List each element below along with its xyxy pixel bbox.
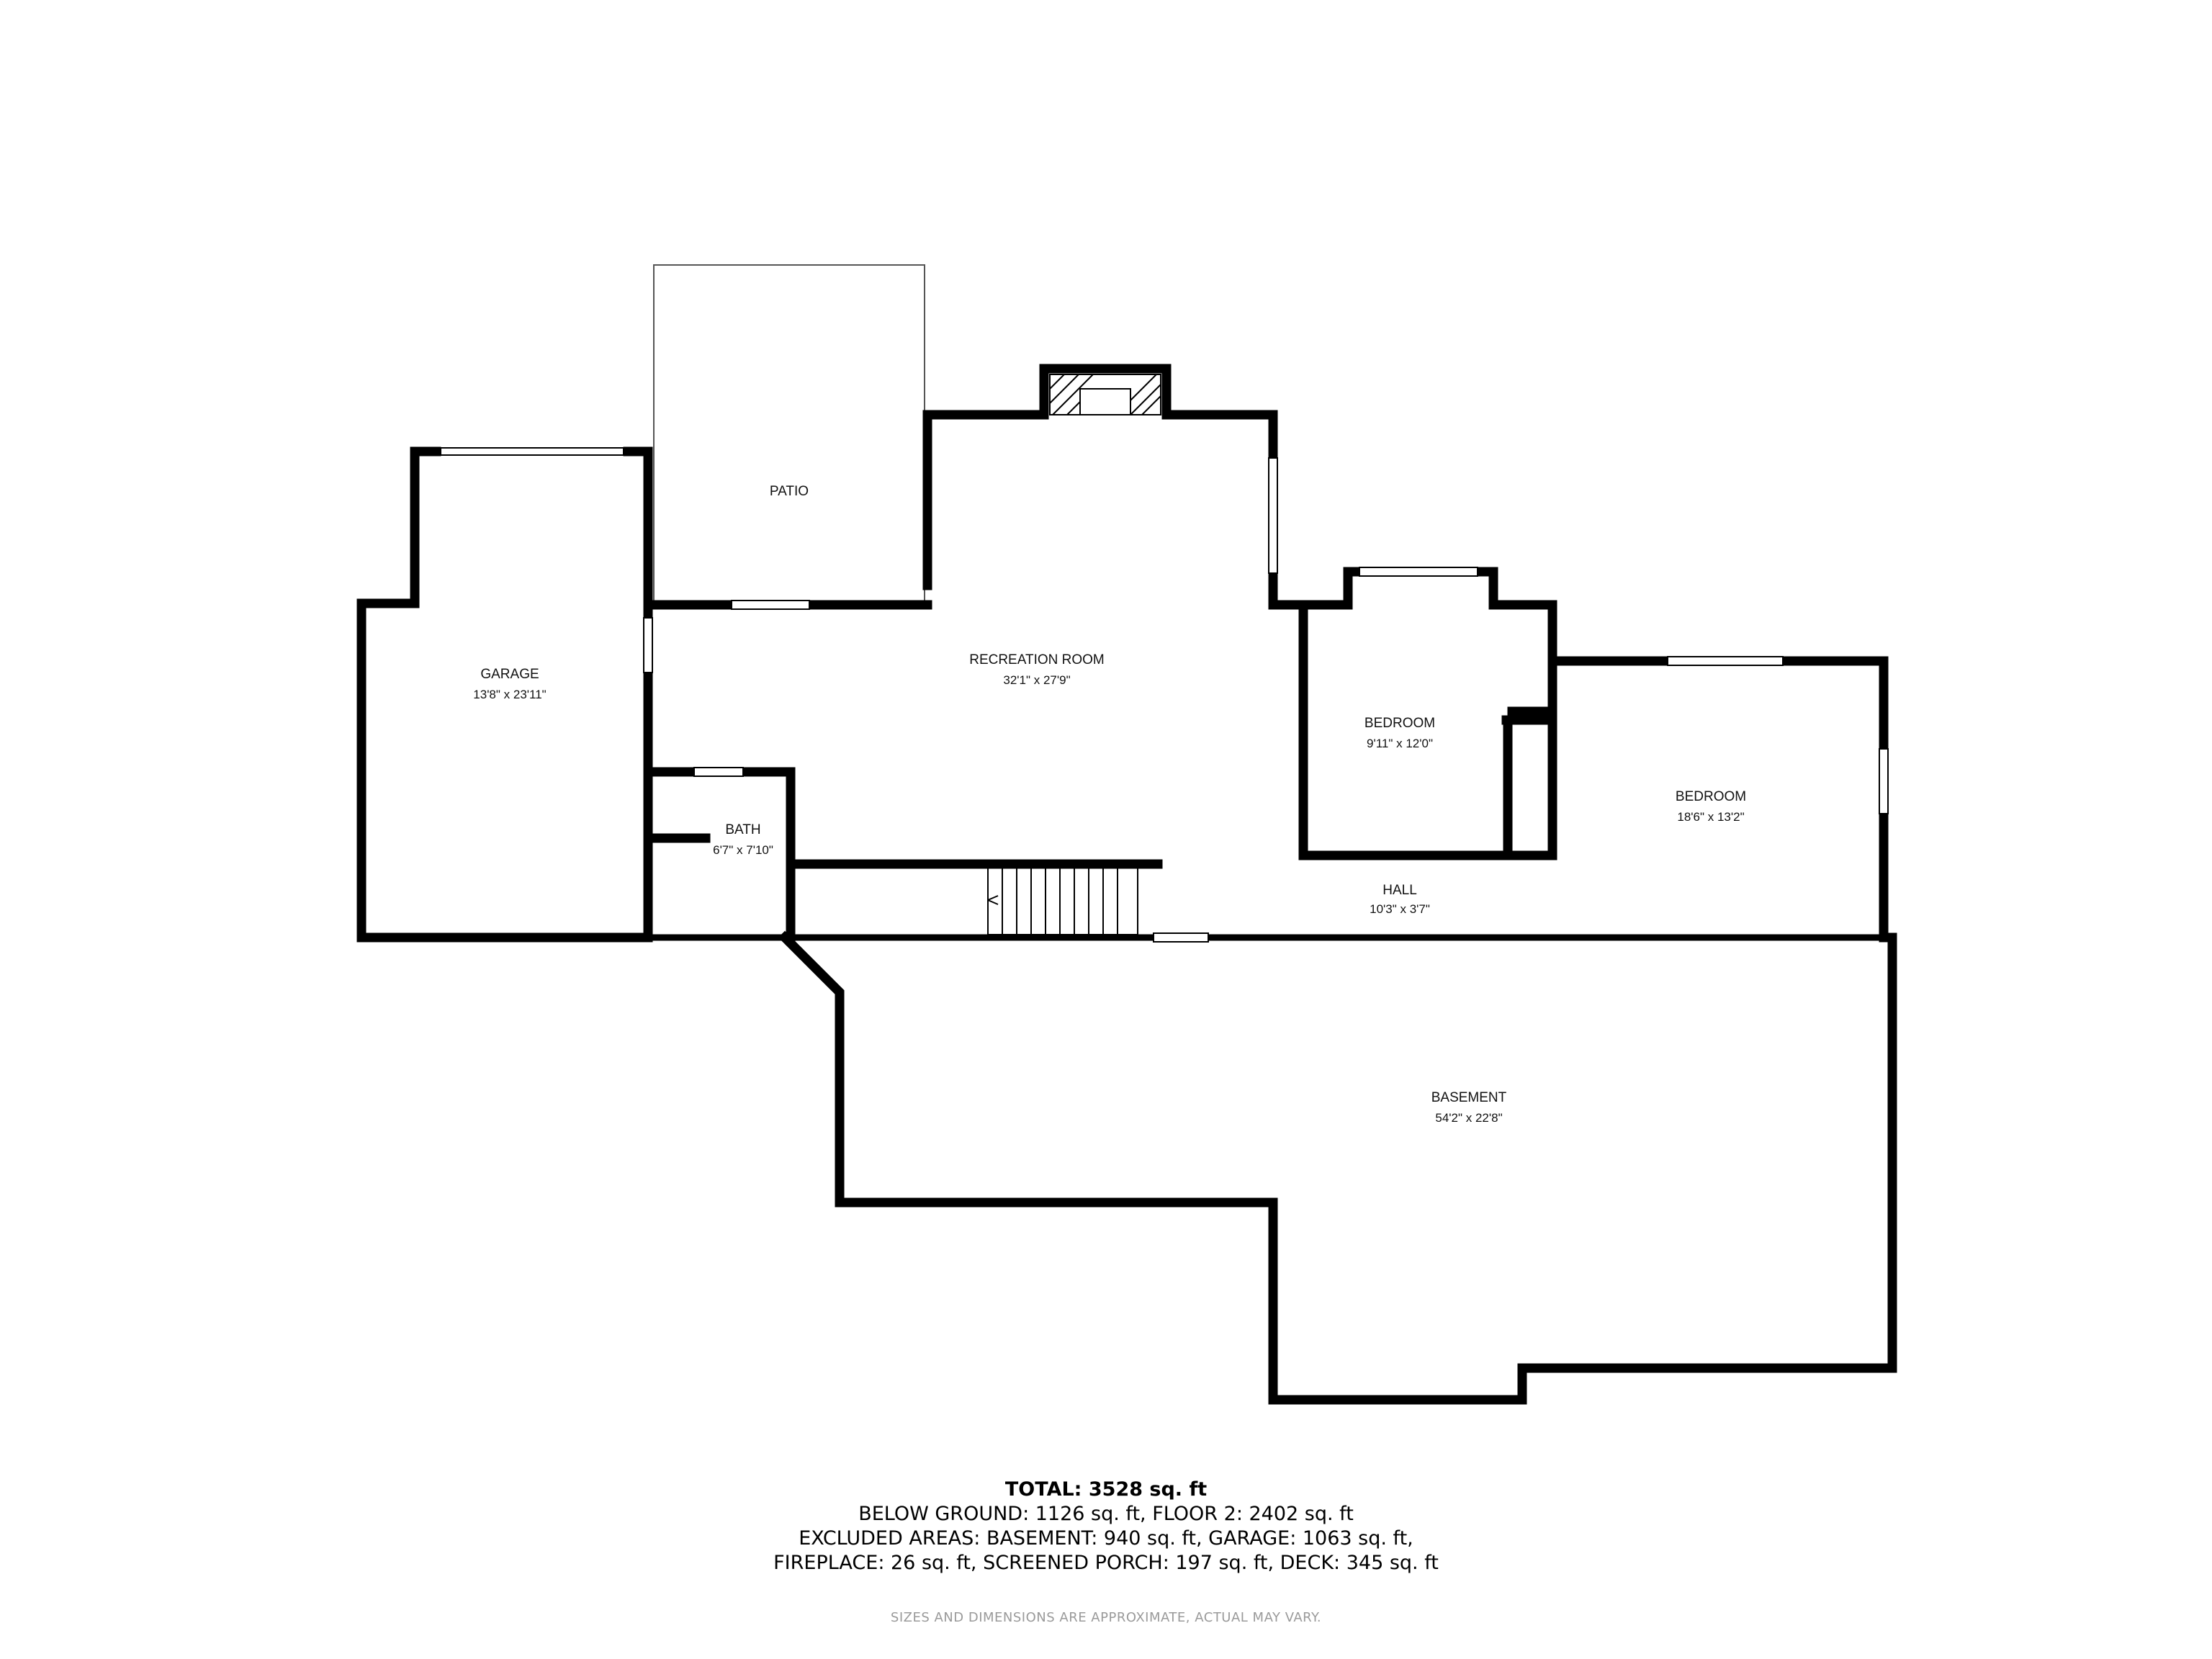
window-rec-right: [1268, 457, 1278, 574]
basement-dim: 54'2" x 22'8": [1435, 1111, 1502, 1125]
windows: [440, 447, 1889, 943]
stairs: [987, 865, 1138, 935]
recreation-label: RECREATION ROOM: [969, 652, 1105, 667]
excluded-areas-line: EXCLUDED AREAS: BASEMENT: 940 sq. ft, GA…: [799, 1527, 1413, 1550]
bedroom2-label: BEDROOM: [1676, 789, 1746, 804]
excluded-areas-line-2: FIREPLACE: 26 sq. ft, SCREENED PORCH: 19…: [773, 1552, 1439, 1574]
bedroom2-inner: [1501, 715, 1557, 860]
bedroom1-walls: [1298, 567, 1557, 716]
basement-label: BASEMENT: [1431, 1090, 1507, 1105]
recreation-dim: 32'1" x 27'9": [1003, 673, 1070, 687]
patio-outline: [653, 264, 925, 604]
patio-label: PATIO: [770, 484, 809, 499]
fireplace: [1049, 374, 1161, 415]
bedroom2-walls: [1547, 656, 1889, 943]
bedroom1-label: BEDROOM: [1364, 716, 1435, 731]
bedroom2-dim: 18'6" x 13'2": [1677, 810, 1744, 824]
garage-label: GARAGE: [480, 667, 539, 682]
garage-walls: [356, 446, 653, 943]
walls: [356, 264, 1897, 1405]
window-garage-top: [440, 447, 624, 456]
window-bedroom1-top: [1359, 567, 1478, 577]
opening-garage-rec: [643, 617, 653, 673]
bedroom1-dim: 9'11" x 12'0": [1367, 737, 1433, 750]
window-bedroom2-top: [1667, 656, 1784, 666]
hall-dim: 10'3" x 3'7": [1370, 902, 1430, 916]
window-bedroom2-right: [1879, 748, 1889, 814]
bath-dim: 6'7" x 7'10": [713, 843, 773, 857]
garage-dim: 13'8" x 23'11": [473, 688, 546, 701]
opening-rec-bottom: [1153, 932, 1209, 943]
window-bath-top: [693, 767, 744, 777]
bedroom1-box: [1298, 604, 1513, 860]
below-ground-line: BELOW GROUND: 1126 sq. ft, FLOOR 2: 2402…: [858, 1503, 1354, 1525]
disclaimer: SIZES AND DIMENSIONS ARE APPROXIMATE, AC…: [890, 1610, 1322, 1625]
hall-label: HALL: [1382, 883, 1417, 898]
total-area: TOTAL: 3528 sq. ft: [1004, 1478, 1208, 1501]
basement-walls: [778, 930, 1897, 1405]
window-patio-rec: [731, 600, 810, 610]
bath-label: BATH: [725, 822, 760, 837]
area-summary: TOTAL: 3528 sq. ft BELOW GROUND: 1126 sq…: [0, 1478, 2212, 1575]
